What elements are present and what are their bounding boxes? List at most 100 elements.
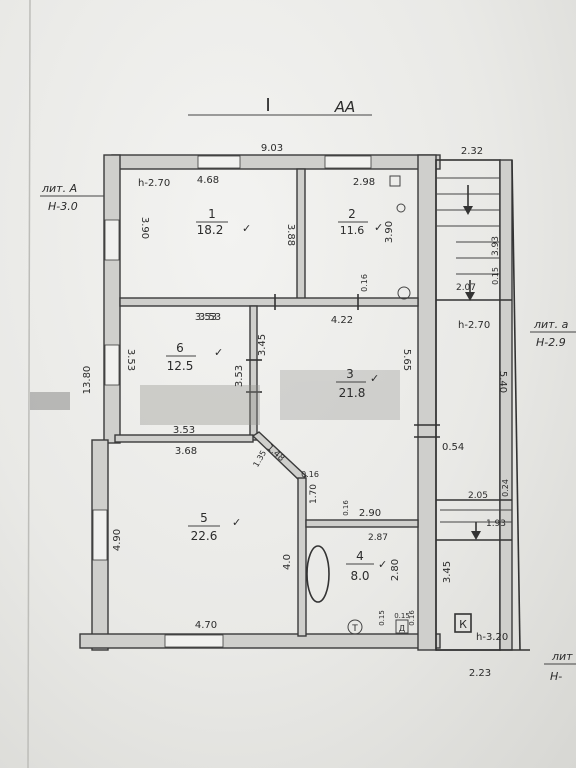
room-5-dim-thick: 0.16: [301, 470, 319, 479]
room-3-dim-left: 3.45: [257, 334, 268, 356]
room-3-dim-door: 0.54: [442, 442, 464, 453]
annex-label-a-line2: Н-3.0: [48, 200, 78, 213]
room-1-dim-bottom: 3.53: [199, 312, 221, 323]
room-1-dim-right: 3.88: [285, 224, 296, 246]
annex-dim-3: 2.07: [456, 283, 476, 293]
bathtub-icon: [306, 545, 330, 603]
room-3-dim-top: 4.22: [331, 315, 353, 326]
room-4-area: 8.0: [350, 569, 369, 583]
room-4-dim-a: 0.15: [378, 610, 386, 626]
floor-header: I АА: [188, 95, 372, 116]
chimney-icon: [389, 175, 401, 187]
room-2: 2.98 2 11.6 ✓ 3.90 0.16: [338, 177, 395, 292]
room-5-dim-wall: 1.70: [309, 484, 319, 504]
room-2-area: 11.6: [340, 224, 365, 237]
annex-height-1: h-2.70: [458, 320, 490, 331]
floor-number: I: [265, 95, 270, 116]
annex-dim-1: 3.93: [491, 236, 501, 256]
annex-labels: лит. А Н-3.0 лит. а Н-2.9 лит Н-: [40, 182, 576, 683]
toilet-icon: [347, 619, 363, 635]
wall-left-upper: [103, 154, 121, 444]
room-1: h-2.70 4.68 3.90 3.88 1 18.2 ✓ 3.53: [138, 175, 296, 323]
room-5-dim-top: 3.68: [175, 446, 197, 457]
room-4-dim-right: 2.80: [390, 559, 401, 581]
room-4-check: ✓: [378, 558, 387, 571]
room-4-dim-c: 0.15: [394, 612, 410, 620]
room-1-check: ✓: [242, 222, 251, 235]
room-4-dim-inner: 2.87: [368, 533, 388, 543]
wall-bottom: [79, 633, 441, 649]
annex-dim-7: 1.93: [486, 519, 506, 529]
room-6-number: 6: [176, 341, 184, 355]
room-3: 4.22 5.65 3.45 3 21.8 ✓ 0.54: [257, 315, 464, 453]
room-3-number: 3: [346, 367, 354, 381]
room-1-area: 18.2: [197, 223, 224, 237]
room-6-dim-top: 3.53: [195, 312, 217, 323]
room-4: 2.90 2.87 2.80 0.15 0.16 0.15 0.16 4 8.0…: [342, 500, 416, 626]
room-5-number: 5: [200, 511, 208, 525]
room-5-dim-right: 4.0: [282, 554, 293, 570]
room-2-dim-top: 2.98: [353, 177, 375, 188]
room-3-area: 21.8: [339, 386, 366, 400]
annex-dim-5: 2.05: [468, 491, 488, 501]
dim-top: 9.03: [261, 143, 283, 154]
room-2-check: ✓: [374, 221, 383, 234]
room-5-dim-bottom: 4.70: [195, 620, 217, 631]
room-3-check: ✓: [370, 372, 379, 385]
boiler-icon: [454, 613, 472, 633]
room-6-dim-right: 3.53: [234, 365, 245, 387]
room-4-dim-b: 0.16: [342, 500, 350, 516]
room-6: 3.53 3.53 3.53 6 12.5 ✓ 3.53: [125, 312, 245, 436]
dim-top-right: 2.32: [461, 146, 483, 157]
room-5-dim-diag-short: 1.35: [251, 449, 268, 469]
annex-label-a-line1: лит. А: [41, 182, 77, 195]
annex-dim-6: 0.24: [501, 479, 510, 497]
floor-letter: АА: [334, 98, 356, 116]
room-5: 3.68 4.90 4.70 4.0 1.70 1.48 1.35 0.16 5…: [112, 443, 319, 631]
windows: [92, 155, 372, 648]
toilet-label: Т: [351, 624, 358, 634]
room-6-check: ✓: [214, 346, 223, 359]
sink-label: Д: [399, 624, 405, 633]
doors: [246, 175, 440, 438]
room-6-dim-bottom: 3.53: [173, 425, 195, 436]
room-2-dim-wall: 0.16: [360, 274, 369, 292]
annex: К: [435, 159, 530, 651]
annex-dim-8: 3.45: [442, 561, 453, 583]
room-1-number: 1: [208, 207, 216, 221]
annex-dim-4: 5.40: [497, 371, 508, 393]
room-1-dim-top: 4.68: [197, 175, 219, 186]
annex-height-2: h-3.20: [476, 632, 508, 643]
smudges: [30, 370, 400, 425]
heater-icon: [396, 203, 406, 213]
dim-left: 13.80: [82, 366, 93, 395]
room-3-dim-right: 5.65: [401, 349, 412, 371]
room-2-dim-right: 3.90: [384, 221, 395, 243]
room-1-dim-left: 3.90: [139, 217, 150, 239]
stove-icon: [397, 286, 411, 300]
annex-label-c-line2: Н-: [550, 670, 562, 683]
room-5-area: 22.6: [191, 529, 218, 543]
wall-right: [417, 154, 437, 651]
room-1-height: h-2.70: [138, 178, 170, 189]
room-5-dim-left: 4.90: [112, 529, 123, 551]
room-4-number: 4: [356, 549, 364, 563]
sink-icon: [395, 619, 409, 634]
outer-dimensions: 9.03 2.32 13.80 2.23: [82, 143, 491, 679]
boiler-label: К: [459, 618, 467, 631]
room-2-number: 2: [348, 207, 356, 221]
interior-walls: [114, 168, 419, 637]
room-6-dim-left: 3.53: [125, 349, 136, 371]
bathroom-fixtures: Т Д: [306, 545, 409, 635]
dim-bottom-right: 2.23: [469, 668, 491, 679]
room-5-check: ✓: [232, 516, 241, 529]
binding-line: [27, 0, 31, 768]
annex-label-b-line2: Н-2.9: [536, 336, 566, 349]
wall-top: [111, 154, 441, 170]
annex-dim-2: 0.15: [491, 267, 500, 285]
annex-dimensions: 3.93 0.15 2.07 h-2.70 5.40 2.05 0.24 1.9…: [442, 236, 510, 643]
room-6-area: 12.5: [167, 359, 194, 373]
stairs: [436, 177, 512, 540]
